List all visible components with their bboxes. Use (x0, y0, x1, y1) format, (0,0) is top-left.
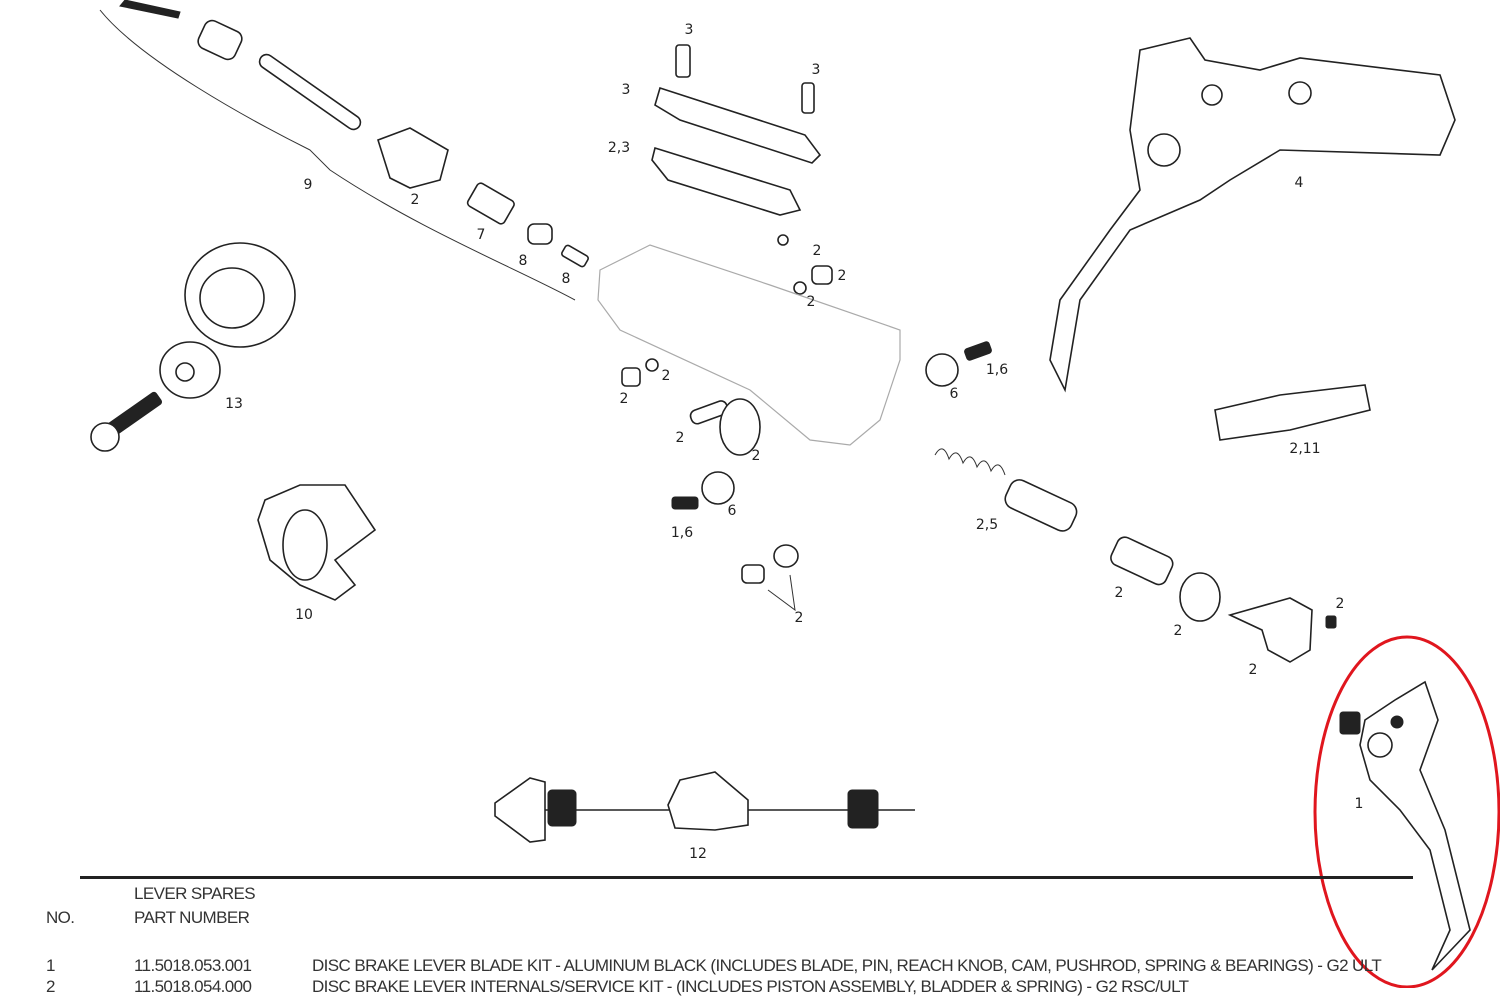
callout-label: 3 (812, 62, 821, 78)
olive (197, 19, 243, 61)
assembled-lever-4 (1049, 37, 1456, 393)
spring-2 (777, 234, 789, 246)
callout-label: 2 (620, 391, 629, 407)
reach-adjust-wheel-2 (719, 398, 761, 456)
callout-label: 10 (295, 607, 313, 623)
screw-3b (801, 82, 815, 114)
callout-label: 3 (622, 82, 631, 98)
barb-fitting-7 (466, 182, 515, 225)
hose-insert (258, 53, 362, 131)
sleeve-2 (1110, 536, 1174, 586)
bleed-tool-tip (494, 777, 546, 843)
callout-label: 2 (838, 268, 847, 284)
reservoir-bladder-2-3 (651, 146, 802, 216)
callout-label: 13 (225, 396, 243, 412)
highlight-circle (1313, 635, 1500, 988)
screw-1-6 (671, 496, 699, 510)
cap-2b (773, 544, 799, 568)
callout-label: 2 (1115, 585, 1124, 601)
bleed-tool-clip (667, 771, 749, 831)
pivot-bolt-3 (1201, 84, 1223, 106)
callout-label: 6 (950, 386, 959, 402)
column-header-part-number: PART NUMBER (134, 908, 250, 927)
blade-pivot (1390, 715, 1404, 729)
row-2-no: 2 (46, 977, 55, 996)
table-divider (80, 876, 1413, 879)
row-1-description: DISC BRAKE LEVER BLADE KIT - ALUMINUM BL… (312, 956, 1382, 975)
oring-2b (645, 358, 659, 372)
callout-label: 8 (562, 271, 571, 287)
reservoir-cover-3 (654, 86, 822, 164)
section-title: LEVER SPARES (134, 884, 256, 903)
bleed-tool-knurl-left (547, 789, 577, 827)
lever-body-ghost (597, 244, 901, 446)
callout-label: 4 (1295, 175, 1304, 191)
callout-label: 2 (1174, 623, 1183, 639)
callout-label: 7 (477, 227, 486, 243)
pivot-bolt-2 (1288, 81, 1312, 105)
callout-label: 1,6 (671, 525, 693, 541)
reach-knob (1339, 711, 1361, 735)
spring-2-5 (934, 448, 1006, 476)
nut-2 (1179, 572, 1221, 622)
bleed-tool-knurl-right (847, 789, 879, 829)
screw-3 (675, 44, 691, 78)
lever-blade-1 (1359, 680, 1471, 971)
callout-label: 8 (519, 253, 528, 269)
row-1-no: 1 (46, 956, 55, 975)
bleed-screw-8 (561, 244, 589, 268)
callout-label: 2 (662, 368, 671, 384)
callout-label: 12 (689, 846, 707, 862)
leader-2 (767, 574, 796, 612)
callout-label: 3 (685, 22, 694, 38)
piston-2-5 (1004, 479, 1078, 532)
row-1-part-number: 11.5018.053.001 (134, 956, 252, 975)
callout-label: 2 (676, 430, 685, 446)
bearing-6 (701, 471, 735, 505)
callout-label: 2 (411, 192, 420, 208)
washer-13-hole (175, 362, 195, 382)
cap-2 (741, 564, 765, 584)
callout-label: 2 (813, 243, 822, 259)
pivot-bolt (1147, 133, 1181, 167)
plug-2b (621, 367, 641, 387)
callout-label: 2 (1249, 662, 1258, 678)
callout-label: 1 (1355, 796, 1364, 812)
plug-2 (811, 265, 833, 285)
column-header-no: NO. (46, 908, 75, 927)
callout-label: 2,5 (976, 517, 998, 533)
callout-label: 9 (304, 177, 313, 193)
lever-body-2-11 (1214, 384, 1371, 441)
screw-1-6b (964, 341, 992, 361)
callout-label: 2,3 (608, 140, 630, 156)
setscrew-2 (1325, 615, 1337, 629)
blade-hole (1367, 732, 1393, 758)
spacer-13-bore (199, 267, 265, 329)
row-2-description: DISC BRAKE LEVER INTERNALS/SERVICE KIT -… (312, 977, 1189, 996)
hose-bracket-line (99, 9, 576, 301)
clamp-10-opening (282, 509, 328, 581)
callout-label: 6 (728, 503, 737, 519)
compression-nut-8 (527, 223, 553, 245)
callout-label: 2 (807, 294, 816, 310)
row-2-part-number: 11.5018.054.000 (134, 977, 252, 996)
oring-2 (793, 281, 807, 295)
callout-label: 2,11 (1289, 441, 1320, 457)
callout-label: 2 (795, 610, 804, 626)
callout-label: 2 (752, 448, 761, 464)
callout-label: 2 (1336, 596, 1345, 612)
hose-clamp-part-2 (377, 127, 449, 189)
callout-label: 1,6 (986, 362, 1008, 378)
bearing-6b (925, 353, 959, 387)
cam-2 (1227, 597, 1313, 663)
hose-end-fitting (119, 0, 181, 19)
bolt-13-head (90, 422, 120, 452)
